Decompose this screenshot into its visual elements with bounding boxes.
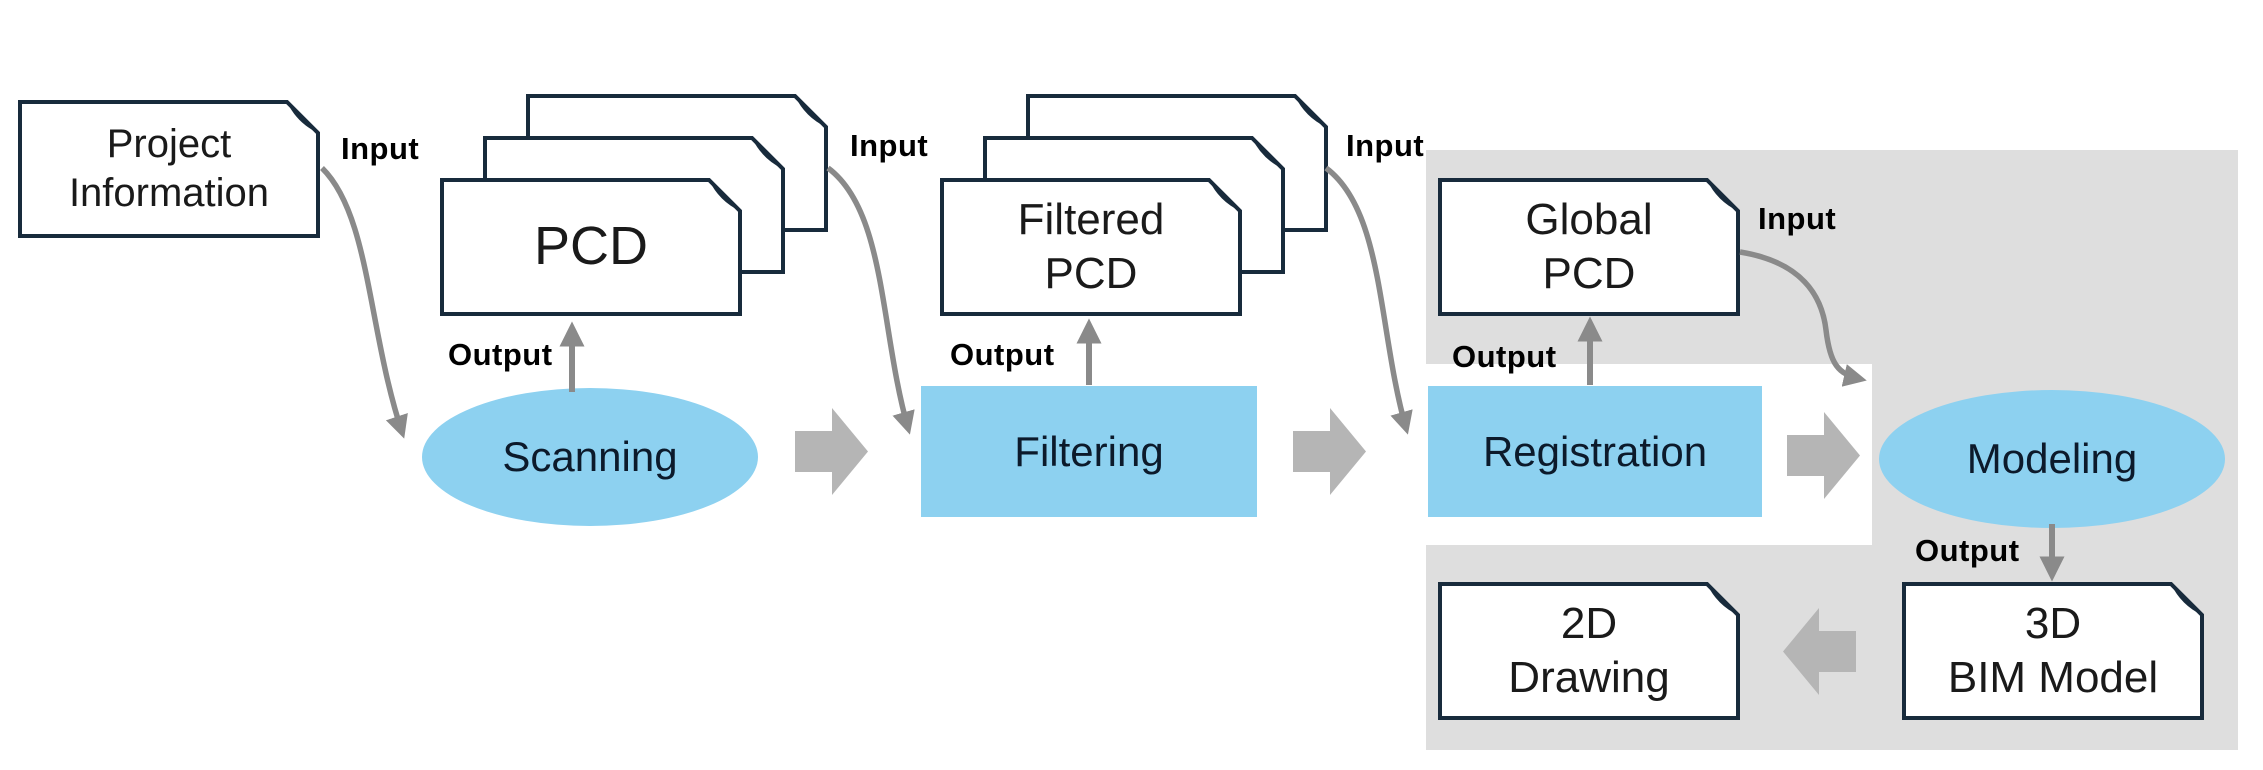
node-pcd-stack: PCD <box>440 94 828 316</box>
node-filtered-pcd-stack: Filtered PCD <box>940 94 1328 316</box>
label-output-modeling: Output <box>1915 533 2020 568</box>
arrow-pcd-to-filtering <box>826 165 915 435</box>
arrow-filtered-pcd-to-registration <box>1324 165 1413 435</box>
label-input-registration: Input <box>1346 128 1425 163</box>
arrow-project-to-scanning <box>320 166 408 439</box>
node-filtering: Filtering <box>921 386 1257 517</box>
label-input-modeling: Input <box>1758 201 1837 236</box>
block-arrow-right-icon <box>1787 412 1860 499</box>
node-2d-drawing: 2D Drawing <box>1438 582 1740 720</box>
node-scanning: Scanning <box>422 388 758 526</box>
label-output-registration: Output <box>1452 339 1557 374</box>
node-label: Modeling <box>1966 435 2138 482</box>
node-registration: Registration <box>1428 386 1762 517</box>
document-shape-icon <box>18 100 320 238</box>
block-arrow-right-icon <box>795 408 868 495</box>
document-shape-icon <box>1902 582 2204 720</box>
document-shape-icon <box>1438 178 1740 316</box>
node-project-information: Project Information <box>18 100 320 238</box>
label-input-filtering: Input <box>850 128 929 163</box>
node-label: Global PCD <box>1525 195 1653 298</box>
node-label: Project Information <box>68 122 270 215</box>
node-label: Registration <box>1482 427 1708 475</box>
node-label: 2D Drawing <box>1508 599 1670 702</box>
node-3d-bim-model: 3D BIM Model <box>1902 582 2204 720</box>
node-label: 3D BIM Model <box>1947 599 2159 702</box>
node-global-pcd: Global PCD <box>1438 178 1740 316</box>
block-arrow-left-icon <box>1783 608 1856 695</box>
label-output-scanning: Output <box>448 337 553 372</box>
label-output-filtering: Output <box>950 337 1055 372</box>
node-label: Filtering <box>1014 427 1164 475</box>
node-label: Scanning <box>502 433 678 480</box>
node-label: PCD <box>533 216 648 277</box>
label-input-scanning: Input <box>341 131 420 166</box>
document-stack-icon <box>440 94 828 316</box>
node-label: Filtered PCD <box>1017 195 1165 298</box>
block-arrow-right-icon <box>1293 408 1366 495</box>
document-shape-icon <box>1438 582 1740 720</box>
node-modeling: Modeling <box>1879 390 2225 528</box>
